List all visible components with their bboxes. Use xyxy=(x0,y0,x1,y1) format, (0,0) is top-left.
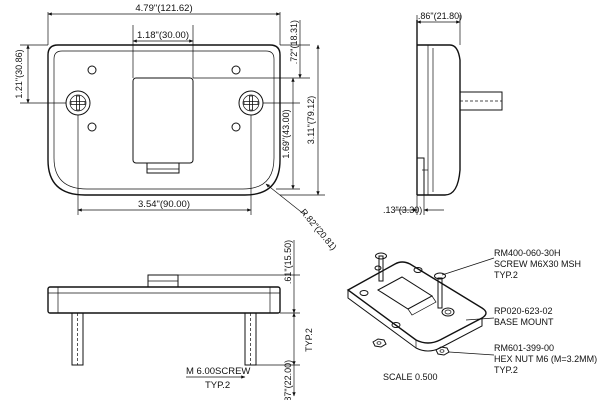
stud-length-dimension: .87"(22.00) xyxy=(283,360,293,400)
depth-dimension: .86"(21.80) xyxy=(418,11,462,21)
screw-part-number: RM400-060-30H xyxy=(494,248,561,258)
front-view: 4.79"(121.62) 1.18"(30.00) .72"(18.31) 1… xyxy=(14,3,339,252)
latch-tab xyxy=(146,162,180,174)
phillips-screw-icon xyxy=(65,90,91,116)
typ-label: TYP.2 xyxy=(304,328,314,352)
nut-quantity: TYP.2 xyxy=(494,365,518,375)
center-pocket xyxy=(132,77,194,164)
screw-description: SCREW M6X30 MSH xyxy=(494,259,581,269)
iso-screw xyxy=(375,252,387,282)
hex-nut xyxy=(435,346,450,356)
mount-hole xyxy=(231,65,241,75)
screw-size-label: M 6.00SCREW xyxy=(186,366,250,377)
mount-hole xyxy=(87,65,97,75)
bottom-view: .61"(15.50) TYP.2 .87"(22.00) M 6.00SCRE… xyxy=(47,240,314,400)
iso-plate-top xyxy=(346,261,487,344)
screw-quantity: TYP.2 xyxy=(494,270,518,280)
mount-part-number: RP020-623-02 xyxy=(494,306,553,316)
front-plate-inner-edge xyxy=(53,50,275,190)
mount-hole xyxy=(231,122,241,132)
height-dimension: 3.11"(79.12) xyxy=(306,96,316,145)
iso-screw xyxy=(434,272,446,309)
nut-part-number: RM601-399-00 xyxy=(494,343,554,353)
screw-typ-label: TYP.2 xyxy=(205,380,230,391)
scale-label: SCALE 0.500 xyxy=(383,372,438,382)
nut-description: HEX NUT M6 (M=3.2MM) xyxy=(494,354,597,364)
radius-dimension: R.82"(20.81) xyxy=(298,207,338,252)
hole-offset-dimension: 1.21"(30.86) xyxy=(14,49,24,98)
side-view: .86"(21.80) .13"(3.30) xyxy=(383,11,503,215)
isometric-view: RM400-060-30H SCREW M6X30 MSH TYP.2 RP02… xyxy=(346,248,597,382)
phillips-screw-icon xyxy=(238,90,264,116)
bottom-plate xyxy=(47,286,281,314)
width-dimension: 4.79"(121.62) xyxy=(135,3,192,14)
hex-nut xyxy=(372,338,387,348)
bottom-height-dimension: .61"(15.50) xyxy=(283,240,293,284)
side-plate-outline xyxy=(417,44,461,196)
hole-spacing-dimension: 3.54"(90.00) xyxy=(138,199,190,210)
top-offset-dimension: .72"(18.31) xyxy=(289,20,299,64)
inner-height-dimension: 1.69"(43.00) xyxy=(281,109,291,158)
front-plate-outline xyxy=(47,44,281,196)
iso-pocket xyxy=(377,276,433,310)
opening-dimension: 1.18"(30.00) xyxy=(137,30,189,41)
lip-dimension: .13"(3.30) xyxy=(383,205,422,215)
mount-description: BASE MOUNT xyxy=(494,317,554,327)
mount-hole xyxy=(87,122,97,132)
